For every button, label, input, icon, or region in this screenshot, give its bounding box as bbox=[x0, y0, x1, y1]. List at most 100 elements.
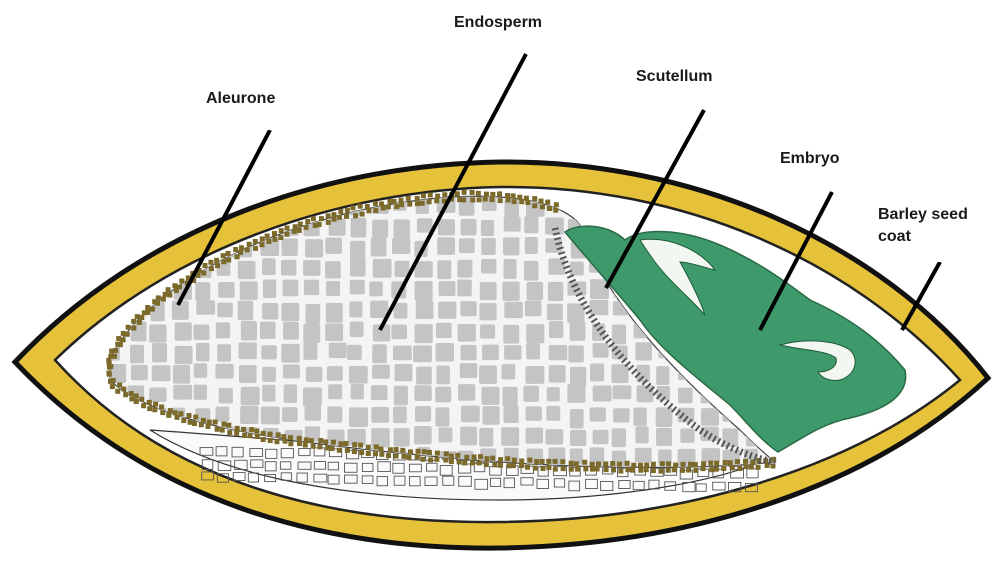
aleurone-cell bbox=[125, 332, 130, 337]
endosperm-cell bbox=[217, 303, 233, 318]
aleurone-cell bbox=[660, 461, 665, 466]
aleurone-cell bbox=[106, 358, 111, 363]
endosperm-cell bbox=[238, 261, 256, 279]
endosperm-cell bbox=[523, 386, 539, 402]
endosperm-cell bbox=[589, 300, 608, 315]
endosperm-cell bbox=[549, 321, 563, 338]
aleurone-cell bbox=[131, 325, 136, 330]
endosperm-cell bbox=[524, 261, 538, 281]
aleurone-cell bbox=[611, 467, 616, 472]
endosperm-cell bbox=[548, 258, 565, 274]
aleurone-cell bbox=[147, 406, 152, 411]
endosperm-cell bbox=[458, 384, 475, 401]
endosperm-cell bbox=[503, 259, 516, 279]
aleurone-cell bbox=[235, 254, 240, 259]
endosperm-cell bbox=[548, 282, 563, 301]
endosperm-cell bbox=[549, 345, 567, 360]
endosperm-cell bbox=[217, 344, 231, 361]
endosperm-cell bbox=[394, 386, 408, 406]
aleurone-cell bbox=[207, 420, 212, 425]
endosperm-cell bbox=[175, 322, 192, 340]
aleurone-cell bbox=[179, 278, 184, 283]
endosperm-cell bbox=[416, 367, 432, 385]
aleurone-cell bbox=[770, 464, 775, 469]
aleurone-cell bbox=[284, 232, 289, 237]
endosperm-cell bbox=[457, 260, 472, 278]
aleurone-cell bbox=[239, 245, 244, 250]
aleurone-cell bbox=[525, 465, 530, 470]
endosperm-cell bbox=[219, 388, 233, 404]
endosperm-cell bbox=[437, 260, 451, 279]
aleurone-cell bbox=[155, 301, 160, 306]
aleurone-cell bbox=[118, 342, 123, 347]
endosperm-cell bbox=[149, 388, 166, 402]
endosperm-cell bbox=[195, 282, 210, 300]
aleurone-cell bbox=[735, 459, 740, 464]
aleurone-cell bbox=[506, 463, 511, 468]
aleurone-cell bbox=[490, 456, 495, 461]
endosperm-cell bbox=[173, 385, 192, 400]
endosperm-cell bbox=[480, 282, 497, 300]
aleurone-cell bbox=[209, 266, 214, 271]
aleurone-cell bbox=[666, 461, 671, 466]
aleurone-cell bbox=[292, 229, 297, 234]
aleurone-cell bbox=[394, 453, 399, 458]
aleurone-cell bbox=[511, 193, 516, 198]
endosperm-cell bbox=[350, 321, 364, 337]
aleurone-cell bbox=[630, 468, 635, 473]
aleurone-cell bbox=[644, 467, 649, 472]
endosperm-cell bbox=[283, 280, 299, 297]
aleurone-cell bbox=[255, 434, 260, 439]
aleurone-cell bbox=[693, 468, 698, 473]
aleurone-cell bbox=[358, 204, 363, 209]
endosperm-cell bbox=[303, 324, 320, 344]
endosperm-cell bbox=[303, 260, 320, 276]
aleurone-cell bbox=[126, 325, 131, 330]
aleurone-cell bbox=[268, 438, 273, 443]
aleurone-cell bbox=[152, 407, 157, 412]
aleurone-cell bbox=[297, 228, 302, 233]
endosperm-cell bbox=[262, 385, 275, 402]
aleurone-cell bbox=[221, 253, 226, 258]
aleurone-cell bbox=[265, 234, 270, 239]
aleurone-cell bbox=[352, 442, 357, 447]
aleurone-cell bbox=[462, 460, 467, 465]
aleurone-cell bbox=[730, 465, 735, 470]
aleurone-cell bbox=[285, 225, 290, 230]
aleurone-cell bbox=[241, 427, 246, 432]
endosperm-cell bbox=[524, 216, 538, 233]
aleurone-cell bbox=[121, 337, 126, 342]
endosperm-cell bbox=[525, 301, 542, 317]
aleurone-cell bbox=[644, 463, 649, 468]
aleurone-cell bbox=[337, 448, 342, 453]
aleurone-cell bbox=[106, 371, 111, 376]
endosperm-cell bbox=[526, 324, 544, 343]
aleurone-cell bbox=[673, 463, 678, 468]
label-aleurone: Aleurone bbox=[198, 80, 408, 130]
aleurone-cell bbox=[311, 444, 316, 449]
aleurone-cell bbox=[166, 287, 171, 292]
endosperm-cell bbox=[303, 342, 317, 360]
aleurone-cell bbox=[248, 433, 253, 438]
aleurone-cell bbox=[477, 460, 482, 465]
aleurone-cell bbox=[288, 441, 293, 446]
aleurone-cell bbox=[422, 449, 427, 454]
aleurone-cell bbox=[249, 427, 254, 432]
aleurone-cell bbox=[442, 192, 447, 197]
aleurone-cell bbox=[374, 444, 379, 449]
aleurone-cell bbox=[524, 196, 529, 201]
endosperm-cell bbox=[633, 408, 646, 426]
aleurone-cell bbox=[234, 431, 239, 436]
aleurone-cell bbox=[714, 461, 719, 466]
aleurone-cell bbox=[123, 392, 128, 397]
aleurone-cell bbox=[455, 453, 460, 458]
endosperm-cell bbox=[393, 406, 407, 423]
aleurone-cell bbox=[386, 204, 391, 209]
endosperm-cell bbox=[413, 345, 432, 362]
endosperm-cell bbox=[526, 343, 540, 359]
endosperm-cell bbox=[460, 427, 477, 446]
endosperm-cell bbox=[635, 448, 652, 463]
endosperm-cell bbox=[281, 303, 299, 321]
endosperm-cell bbox=[504, 345, 521, 360]
aleurone-cell bbox=[145, 305, 150, 310]
